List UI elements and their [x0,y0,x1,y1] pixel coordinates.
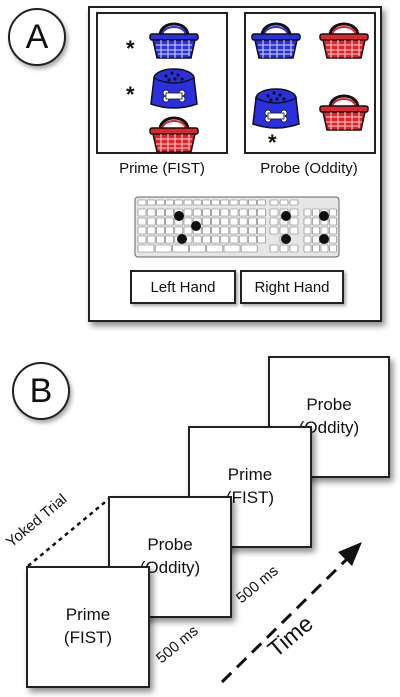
panel-a-letter: A [25,17,49,56]
step-3-line2: (FIST) [225,488,275,507]
panel-b-label: B [12,362,70,420]
step-1-line1: Prime [65,605,111,625]
panel-a-frame: * * [88,6,382,322]
step-1-line2: (FIST) [63,628,113,647]
prime-blue-dog-bowl-icon [150,68,198,109]
probe-red-basket-icon-bottom [319,94,369,131]
prime-red-basket-icon [149,116,199,153]
step-4-line2: (Oddity) [298,418,360,437]
panel-b-letter: B [29,371,53,410]
probe-blue-dog-bowl-icon [252,88,300,129]
step-2-line2: (Oddity) [139,558,201,577]
prime-blue-basket-icon [149,22,199,59]
left-hand-box: Left Hand [130,270,236,304]
right-hand-box: Right Hand [240,270,344,304]
trial-step-1: Prime (FIST) [26,566,150,688]
prime-star-2: * [126,82,135,107]
prime-caption: Prime (FIST) [119,160,205,177]
prime-display: * * [96,12,228,154]
probe-red-basket-icon-top [319,22,369,59]
step-3-line1: Prime [227,465,273,485]
probe-display: * [244,12,376,154]
step-2-line1: Probe [147,535,193,555]
probe-star: * [268,130,277,155]
panel-a-label: A [8,8,66,66]
probe-blue-basket-icon [251,22,301,59]
probe-caption: Probe (Oddity) [260,160,358,177]
prime-star-1: * [126,36,135,61]
step-4-line1: Probe [306,395,352,415]
keyboard-icon [134,196,340,258]
